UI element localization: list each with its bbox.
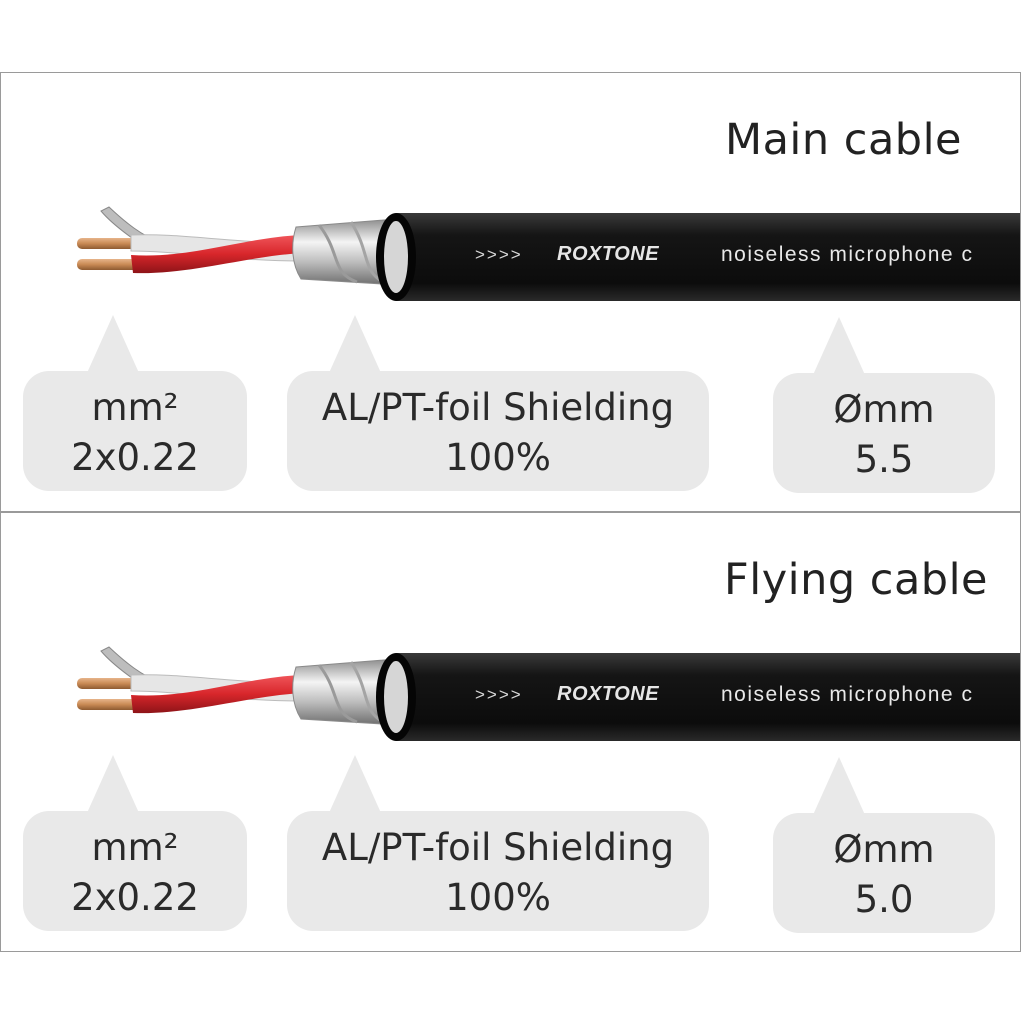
cable-jacket	[379, 653, 1020, 741]
cable-illustration	[77, 206, 1020, 301]
spec-value: 2x0.22	[71, 436, 199, 479]
panel-title: Main cable	[724, 115, 962, 165]
main-cable-panel: Main cable	[0, 72, 1021, 512]
copper-conductor-top	[77, 678, 141, 689]
copper-conductor-bottom	[77, 699, 141, 710]
spec-label: Ømm	[833, 828, 935, 871]
spec-bubble-diameter: Ømm 5.5	[773, 317, 995, 493]
red-core	[131, 235, 305, 274]
spec-value: 2x0.22	[71, 876, 199, 919]
cable-jacket	[379, 213, 1020, 301]
spec-label: AL/PT-foil Shielding	[321, 386, 675, 429]
cable-print-arrows: >>>>	[475, 245, 523, 264]
spec-label: Ømm	[833, 388, 935, 431]
cable-print-text: noiseless microphone c	[721, 243, 974, 266]
cable-print-arrows: >>>>	[475, 685, 523, 704]
red-core	[131, 675, 305, 714]
cable-print-brand: ROXTONE	[557, 683, 660, 705]
flying-cable-panel: Flying cable >>	[0, 512, 1021, 952]
spec-value: 100%	[445, 876, 551, 919]
spec-bubble-shielding: AL/PT-foil Shielding 100%	[287, 755, 709, 931]
spec-bubble-diameter: Ømm 5.0	[773, 757, 995, 933]
spec-label: mm²	[91, 826, 179, 869]
copper-conductor-top	[77, 238, 141, 249]
spec-label: AL/PT-foil Shielding	[321, 826, 675, 869]
copper-conductor-bottom	[77, 259, 141, 270]
spec-bubble-conductor: mm² 2x0.22	[23, 755, 247, 931]
cable-illustration	[77, 646, 1020, 741]
spec-bubble-conductor: mm² 2x0.22	[23, 315, 247, 491]
spec-value: 5.0	[854, 878, 914, 921]
spec-bubble-shielding: AL/PT-foil Shielding 100%	[287, 315, 709, 491]
cable-print-text: noiseless microphone c	[721, 683, 974, 706]
spec-value: 100%	[445, 436, 551, 479]
panel-title: Flying cable	[724, 555, 988, 605]
cable-print-brand: ROXTONE	[557, 243, 660, 265]
spec-label: mm²	[91, 386, 179, 429]
spec-value: 5.5	[854, 438, 914, 481]
